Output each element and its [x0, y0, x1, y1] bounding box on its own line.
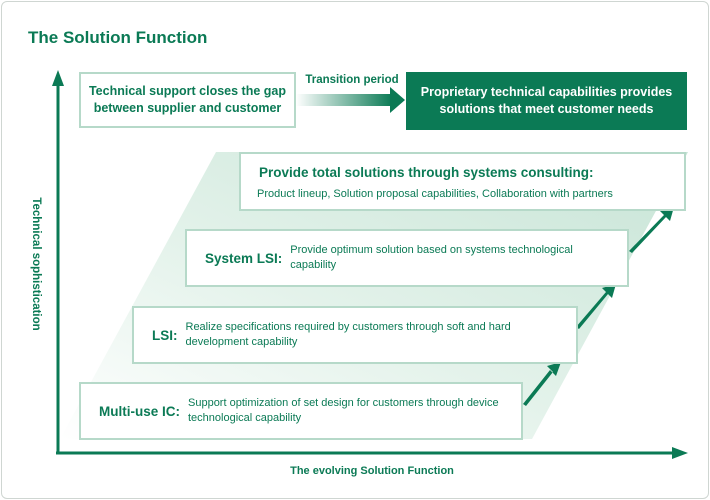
tier-description: Product lineup, Solution proposal capabi… [257, 188, 613, 200]
step-arrow-3 [629, 207, 674, 253]
y-axis-label: Technical sophistication [30, 197, 42, 331]
tier-total-solutions: Provide total solutions through systems … [239, 152, 686, 211]
proprietary-capabilities-box: Proprietary technical capabilities provi… [406, 72, 687, 130]
x-axis-arrowhead [672, 447, 688, 459]
tier-description: Provide optimum solution based on system… [290, 244, 573, 271]
y-axis-arrowhead [52, 70, 64, 86]
x-axis-label: The evolving Solution Function [290, 465, 454, 477]
supplier-gap-box: Technical support closes the gap between… [79, 72, 296, 128]
page-title: The Solution Function [28, 28, 208, 47]
tier-name: Multi-use IC: [99, 403, 180, 419]
tier-description: Support optimization of set design for c… [188, 397, 499, 424]
transition-period-label: Transition period [305, 74, 399, 86]
step-arrow-2 [576, 284, 616, 329]
background-parallelogram [60, 152, 688, 439]
step-arrow-1 [523, 362, 561, 406]
tier-name: Provide total solutions through systems … [259, 165, 594, 180]
tier-name: LSI: [152, 327, 178, 343]
tier-name: System LSI: [205, 250, 283, 266]
tier-multi-use-ic: Multi-use IC: Support optimization of se… [79, 382, 523, 440]
tier-lsi: LSI: Realize specifications required by … [132, 306, 578, 364]
transition-arrow-head [390, 87, 405, 113]
transition-arrow-shaft [296, 94, 392, 106]
tier-description: Realize specifications required by custo… [185, 321, 511, 348]
tier-system-lsi: System LSI: Provide optimum solution bas… [185, 229, 629, 287]
